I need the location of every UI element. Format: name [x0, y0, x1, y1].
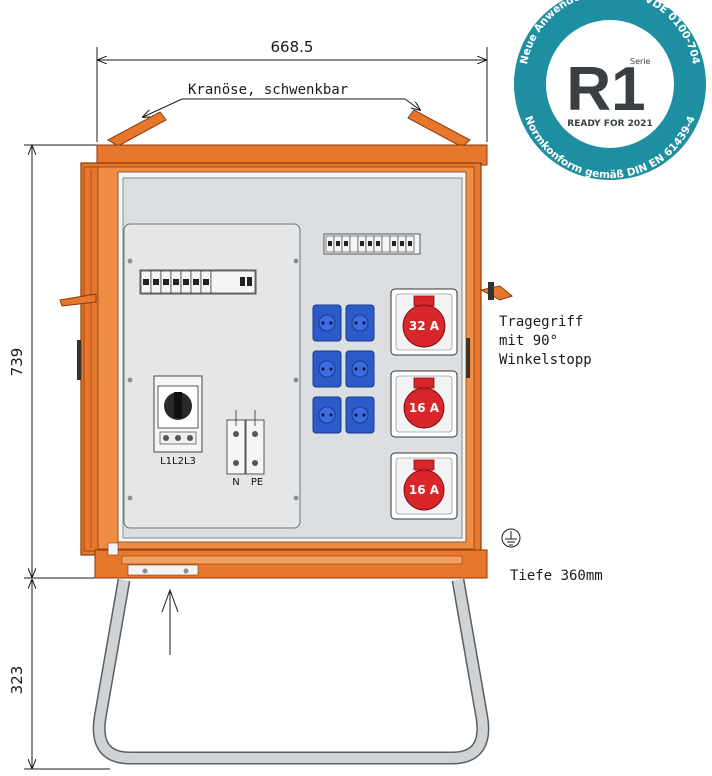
breaker-row-main: [139, 269, 257, 295]
schuko-socket: [312, 396, 342, 434]
width-dimension-label: 668.5: [271, 38, 314, 56]
seal-series-code: R1: [566, 55, 645, 124]
main-switch-label: L1L2L3: [160, 456, 196, 467]
crane-eye-annotation: Kranöse, schwenkbar: [143, 82, 420, 117]
frame-height-label: 323: [8, 666, 26, 695]
tubular-frame: [92, 578, 490, 765]
schuko-socket: [312, 350, 342, 388]
cee-socket-16a-1-label: 16 A: [409, 401, 440, 415]
crane-eye-left: [106, 111, 167, 147]
r1-norm-seal: Neue Anwendernorm DIN VDE 0100-704 Normk…: [512, 0, 708, 182]
cee-socket-32a: 32 A: [390, 288, 458, 356]
cabinet-height-label: 739: [8, 348, 26, 377]
handle-label-line2: mit 90°: [499, 333, 558, 349]
seal-series-word: Serie: [630, 57, 651, 66]
main-switch: L1L2L3: [153, 375, 203, 467]
schuko-socket: [345, 350, 375, 388]
handle-label-line1: Tragegriff: [499, 314, 583, 330]
breaker-row-outputs: [323, 233, 421, 255]
n-pe-terminals: N PE: [226, 410, 265, 488]
handle-label-line3: Winkelstopp: [499, 352, 592, 368]
width-dimension: 668.5: [96, 38, 488, 142]
seal-ready-text: READY FOR 2021: [567, 119, 652, 129]
schuko-socket: [345, 304, 375, 342]
terminal-pe-label: PE: [251, 477, 263, 488]
terminal-n-label: N: [232, 477, 239, 488]
cee-socket-16a-1: 16 A: [390, 370, 458, 438]
cee-socket-32a-label: 32 A: [409, 319, 440, 333]
schuko-socket: [312, 304, 342, 342]
handle-annotation: Tragegriff mit 90° Winkelstopp: [499, 314, 592, 368]
schuko-sockets: [312, 304, 375, 434]
cee-socket-16a-2: 16 A: [390, 452, 458, 520]
frame-height-dimension: 323: [8, 580, 110, 770]
depth-label: Tiefe 360mm: [510, 568, 603, 584]
crane-eye-label: Kranöse, schwenkbar: [188, 82, 348, 98]
earth-icon: [501, 528, 521, 548]
crane-eye-right: [407, 109, 471, 148]
schuko-socket: [345, 396, 375, 434]
cabinet-height-dimension: 739: [8, 144, 110, 579]
cee-socket-16a-2-label: 16 A: [409, 483, 440, 497]
up-arrow-icon: [161, 588, 179, 655]
